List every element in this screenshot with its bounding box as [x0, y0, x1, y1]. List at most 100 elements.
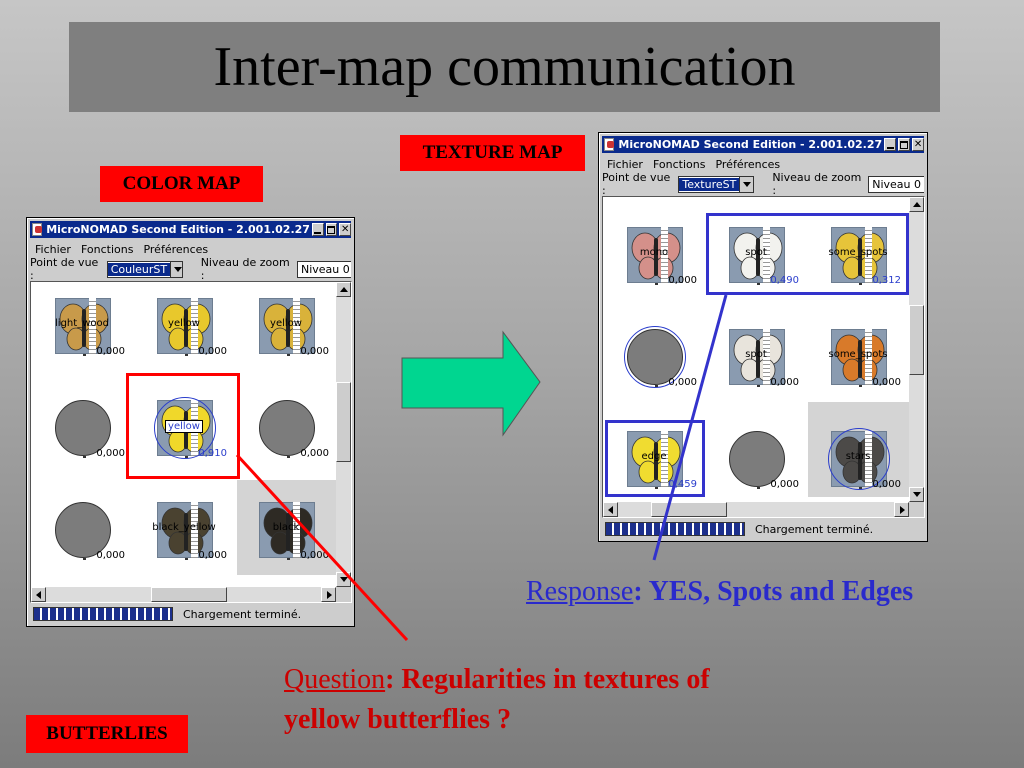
scale-strip — [865, 329, 872, 385]
scale-strip — [89, 298, 96, 354]
node-label: yellow — [165, 420, 203, 433]
menu-fichier[interactable]: Fichier — [35, 242, 71, 256]
maximize-button[interactable] — [898, 138, 911, 151]
viewpoint-value: TextureST — [679, 177, 740, 191]
color-map-highlight-box — [126, 373, 240, 479]
scroll-down-button[interactable] — [909, 487, 924, 502]
node-value: 0,000 — [300, 346, 329, 357]
node-value: 0,000 — [872, 479, 901, 490]
empty-node-circle — [55, 400, 111, 456]
map-node[interactable]: 0,000 — [35, 488, 129, 586]
minimize-button[interactable] — [311, 223, 324, 236]
node-marker — [757, 487, 760, 489]
maximize-icon — [900, 140, 909, 149]
statusbar: Chargement terminé. — [602, 519, 924, 539]
menu-fonctions[interactable]: Fonctions — [652, 157, 706, 171]
node-marker — [287, 456, 290, 458]
scale-strip — [293, 298, 300, 354]
close-button[interactable]: ✕ — [339, 223, 352, 236]
node-marker — [185, 456, 188, 458]
vertical-scroll-thumb[interactable] — [909, 305, 924, 375]
viewpoint-select[interactable]: TextureST — [678, 175, 755, 193]
minimize-button[interactable] — [884, 138, 897, 151]
vertical-scrollbar[interactable] — [909, 197, 924, 502]
menubar: Fichier Fonctions Préférences — [602, 155, 924, 173]
node-marker — [859, 283, 862, 285]
scroll-left-button[interactable] — [31, 587, 46, 602]
menubar: Fichier Fonctions Préférences — [30, 240, 351, 258]
horizontal-scrollbar[interactable] — [603, 502, 909, 517]
horizontal-scrollbar[interactable] — [31, 587, 336, 602]
node-value: 0,000 — [96, 550, 125, 561]
chevron-down-icon[interactable] — [170, 261, 182, 277]
empty-node-circle — [55, 502, 111, 558]
map-toolbar: Point de vue : TextureST Niveau de zoom … — [602, 171, 924, 197]
window-titlebar[interactable]: MicroNOMAD Second Edition - 2.001.02.27 … — [30, 221, 352, 238]
node-value: 0,000 — [770, 377, 799, 388]
status-text: Chargement terminé. — [755, 522, 874, 536]
loading-progress-bar — [33, 607, 173, 621]
texture-highlight-spots — [706, 213, 909, 295]
viewpoint-label: Point de vue : — [30, 256, 99, 282]
node-value: 0,490 — [770, 275, 799, 286]
menu-fichier[interactable]: Fichier — [607, 157, 643, 171]
window-titlebar[interactable]: MicroNOMAD Second Edition - 2.001.02.27 … — [602, 136, 924, 153]
horizontal-scroll-thumb[interactable] — [651, 502, 727, 517]
chevron-down-icon[interactable] — [739, 176, 754, 192]
zoom-select[interactable]: Niveau 0 — [868, 175, 924, 193]
map-node[interactable]: 0,000 — [607, 315, 701, 413]
map-node[interactable]: yellow 0,000 — [137, 284, 231, 382]
menu-preferences[interactable]: Préférences — [143, 242, 209, 256]
butterflies-label: BUTTERLIES — [26, 715, 188, 753]
menu-fonctions[interactable]: Fonctions — [80, 242, 134, 256]
butterfly-thumbnail — [729, 329, 785, 385]
zoom-select[interactable]: Niveau 0 — [297, 260, 351, 278]
response-caption: Response: YES, Spots and Edges — [526, 572, 913, 612]
map-node[interactable]: 0,000 — [239, 386, 333, 484]
scroll-down-button[interactable] — [336, 572, 351, 587]
vertical-scroll-thumb[interactable] — [336, 382, 351, 462]
node-label: some_spots — [828, 247, 888, 258]
butterfly-thumbnail — [157, 502, 213, 558]
vertical-scrollbar[interactable] — [336, 282, 351, 587]
loading-progress-bar — [605, 522, 745, 536]
node-label: yellow — [168, 318, 200, 329]
map-node[interactable]: 0,000 — [35, 386, 129, 484]
empty-node-circle — [729, 431, 785, 487]
scroll-up-button[interactable] — [336, 282, 351, 297]
maximize-icon — [327, 225, 336, 234]
menu-preferences[interactable]: Préférences — [715, 157, 781, 171]
zoom-label: Niveau de zoom : — [200, 256, 290, 282]
close-button[interactable]: ✕ — [912, 138, 924, 151]
viewpoint-select[interactable]: CouleurST — [106, 260, 183, 278]
question-line-2: yellow butterflies ? — [284, 704, 512, 735]
color-map-label: COLOR MAP — [100, 166, 263, 202]
node-value: 0,000 — [300, 448, 329, 459]
scroll-right-button[interactable] — [321, 587, 336, 602]
node-value: 0,000 — [198, 346, 227, 357]
horizontal-scroll-thumb[interactable] — [151, 587, 227, 602]
scroll-right-button[interactable] — [894, 502, 909, 517]
map-node[interactable]: 0,000 — [709, 417, 803, 515]
scroll-left-button[interactable] — [603, 502, 618, 517]
scale-strip — [661, 227, 668, 283]
statusbar: Chargement terminé. — [30, 604, 351, 624]
scroll-up-button[interactable] — [909, 197, 924, 212]
scale-strip — [763, 227, 770, 283]
zoom-value: Niveau 0 — [872, 177, 921, 191]
slide-title: Inter-map communication — [69, 22, 940, 112]
node-value: 0,000 — [668, 377, 697, 388]
activation-ring — [828, 428, 890, 490]
maximize-button[interactable] — [325, 223, 338, 236]
